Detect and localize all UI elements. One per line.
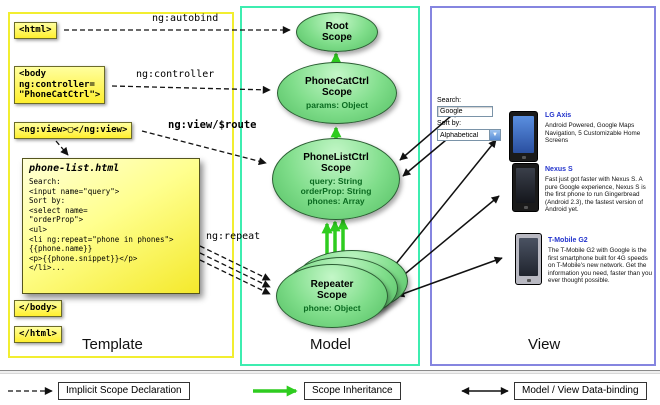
view-search-input[interactable]: [437, 106, 493, 117]
legend-scope-inheritance: Scope Inheritance: [304, 382, 401, 400]
label-ng-autobind: ng:autobind: [152, 13, 219, 24]
view-sort-value: Alphabetical: [440, 131, 479, 139]
legend-separator: [0, 370, 660, 374]
phonecat-scope-ellipse: PhoneCatCtrl Scope params: Object: [277, 62, 397, 124]
template-panel-label: Template: [82, 336, 143, 353]
phone-image-lg-axis: [509, 111, 538, 162]
phonelist-scope-attrs: query: String orderProp: String phones: …: [300, 176, 372, 206]
root-scope-ellipse: Root Scope: [296, 12, 378, 52]
repeater-scope-ellipse: Repeater Scope phone: Object: [276, 264, 388, 328]
phonecat-scope-attrs: params: Object: [306, 100, 368, 110]
phonelist-scope-title: PhoneListCtrl Scope: [303, 152, 369, 174]
phone-desc-lg-axis: Android Powered, Google Maps Navigation,…: [545, 122, 641, 145]
view-search-label: Search:: [437, 97, 462, 104]
label-ng-repeat: ng:repeat: [206, 231, 261, 242]
tag-body-close: </body>: [14, 300, 62, 317]
label-ng-view-route: ng:view/$route: [168, 119, 257, 131]
phone-image-tmobile-g2: [515, 233, 542, 285]
phone-link-lg-axis[interactable]: LG Axis: [545, 112, 572, 119]
tag-ng-view: <ng:view>▢</ng:view>: [14, 122, 133, 139]
tag-body-open: <body ng:controller= "PhoneCatCtrl">: [14, 66, 106, 104]
model-panel-label: Model: [310, 336, 351, 353]
tag-html-close: </html>: [14, 326, 62, 343]
chevron-down-icon: ▼: [489, 130, 500, 140]
phone-screen: [513, 116, 534, 153]
phone-home-button: [521, 156, 526, 159]
phone-link-tmobile-g2[interactable]: T-Mobile G2: [548, 237, 588, 244]
phone-image-nexus-s: [512, 163, 539, 212]
root-scope-title: Root Scope: [321, 21, 352, 43]
phone-home-button: [526, 279, 531, 282]
repeater-scope-attrs: phone: Object: [303, 303, 361, 313]
legend-implicit-scope: Implicit Scope Declaration: [58, 382, 190, 400]
phonecat-scope-title: PhoneCatCtrl Scope: [305, 76, 369, 98]
label-ng-controller: ng:controller: [136, 69, 215, 80]
phone-desc-nexus-s: Fast just got faster with Nexus S. A pur…: [545, 176, 646, 214]
repeater-scope-title: Repeater Scope: [310, 279, 354, 301]
phone-screen: [519, 238, 538, 276]
phone-screen: [516, 168, 535, 203]
phone-desc-tmobile-g2: The T-Mobile G2 with Google is the first…: [548, 247, 652, 285]
view-panel-label: View: [528, 336, 561, 353]
phone-list-note: phone-list.html Search: <input name="que…: [22, 158, 200, 294]
phone-home-button: [523, 206, 528, 209]
view-sort-label: Sort by:: [437, 120, 462, 127]
tag-html-open: <html>: [14, 22, 57, 39]
legend-data-binding: Model / View Data-binding: [514, 382, 647, 400]
note-code: Search: <input name="query"> Sort by: <s…: [29, 177, 174, 273]
phonelist-scope-ellipse: PhoneListCtrl Scope query: String orderP…: [272, 138, 400, 220]
note-title: phone-list.html: [29, 163, 120, 174]
view-sort-select[interactable]: Alphabetical ▼: [437, 129, 501, 141]
phone-link-nexus-s[interactable]: Nexus S: [545, 166, 573, 173]
